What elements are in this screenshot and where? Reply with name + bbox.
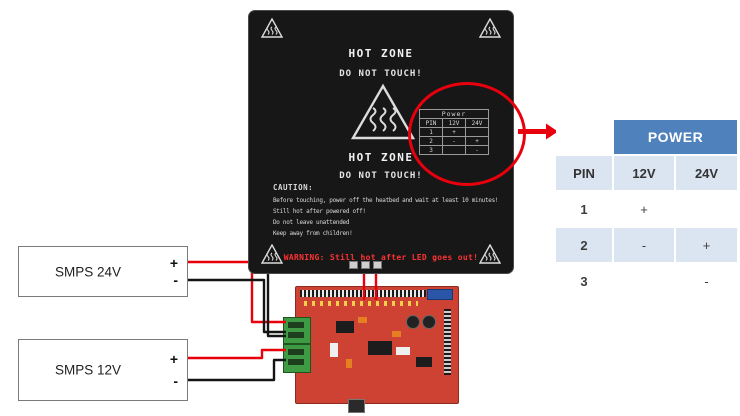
heat-warning-icon [479,18,501,38]
table-cell-24v: + [673,227,738,264]
power-table-corner-cell [556,120,613,156]
ic-chip-icon [368,341,392,355]
arrow-right-icon [518,123,558,140]
table-row: 2 - + [556,227,738,264]
capacitor-icon [406,315,420,329]
terminal-slot [288,349,304,355]
heat-warning-icon [479,244,501,264]
power-table: POWER PIN 12V 24V 1 + 2 - + 3 - [556,120,738,300]
solder-pad [349,261,358,269]
table-cell-pin: 2 [556,227,613,264]
ic-chip-icon [416,357,432,367]
table-cell-24v: - [673,263,738,300]
terminal-slot [288,359,304,365]
caution-title: CAUTION: [273,183,314,192]
column-header-pin: PIN [556,155,613,192]
power-table-columns-row: PIN 12V 24V [556,155,738,192]
capacitor-icon [422,315,436,329]
resistor-icon [358,317,367,323]
power-table-title: POWER [611,120,738,156]
heat-warning-icon [261,18,283,38]
wire-smps12-positive [188,348,286,360]
do-not-touch-label: DO NOT TOUCH! [339,171,423,181]
pin-header-strip-icon [444,309,451,375]
terminal-slot [288,332,304,338]
pin-header-strip-icon [300,290,426,297]
resistor-icon [346,359,352,368]
jumper-dots-icon [304,301,418,306]
power-table-header-row: POWER [556,120,738,156]
solder-pads [349,261,382,269]
do-not-touch-label: DO NOT TOUCH! [339,69,423,79]
column-header-12v: 12V [612,155,675,192]
smps-24v-label: SMPS 24V [54,264,122,279]
table-cell-pin: 1 [556,191,613,228]
highlight-ellipse [408,82,526,186]
table-row: 1 + [556,191,738,228]
solder-pad [373,261,382,269]
caution-line: Still hot after powered off! [273,208,366,215]
smps-24v-box: SMPS 24V + - [18,246,188,297]
wire-smps12-negative [188,358,286,382]
column-header-24v: 24V [673,155,738,192]
caution-line: Do not leave unattended [273,219,350,226]
ic-chip-icon [336,321,354,333]
ramps-board [283,286,459,413]
heatbed-warning-label: WARNING: Still hot after LED goes out! [283,253,479,262]
caution-block: CAUTION: Before touching, power off the … [273,183,511,239]
smps-12v-minus-terminal: - [173,373,178,389]
table-cell-12v: + [612,191,675,228]
component-icon [396,347,410,355]
hot-zone-label: HOT ZONE [348,47,414,60]
table-cell-12v: - [612,227,675,264]
smps-24v-plus-terminal: + [169,255,178,271]
terminal-slot [288,322,304,328]
component-icon [348,399,365,413]
caution-line: Keep away from children! [273,230,353,237]
smps-12v-label: SMPS 12V [54,362,122,378]
blue-connector-icon [427,289,453,300]
table-row: 3 - [556,263,738,300]
component-icon [330,343,338,357]
resistor-icon [392,331,401,337]
caution-line: Before touching, power off the heatbed a… [273,197,499,204]
solder-pad [361,261,370,269]
smps-24v-minus-terminal: - [173,272,178,288]
heat-warning-triangle-icon [350,83,416,140]
hot-zone-label: HOT ZONE [348,151,414,164]
power-terminal-lower [283,344,311,373]
table-cell-pin: 3 [556,263,613,300]
smps-12v-plus-terminal: + [169,351,178,367]
table-cell-12v [612,263,675,300]
table-cell-24v [673,191,738,228]
smps-12v-box: SMPS 12V + - [18,339,188,401]
power-terminal-upper [283,317,311,344]
wire-smps24-negative [188,278,286,334]
